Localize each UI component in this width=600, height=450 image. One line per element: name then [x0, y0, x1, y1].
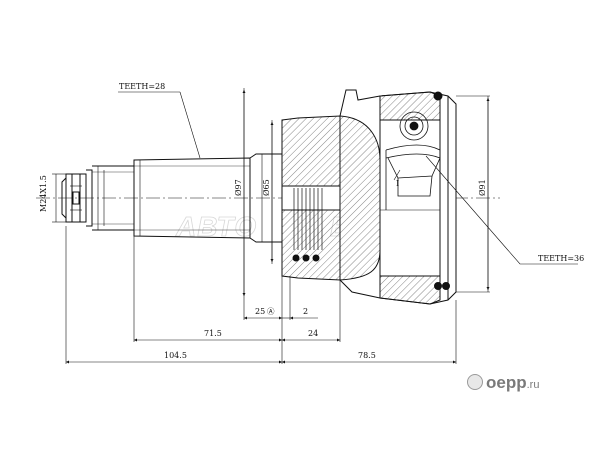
dimension-lines [52, 88, 490, 364]
dia-97-label: Ø97 [234, 179, 243, 196]
dim-24-label: 24 [308, 329, 318, 338]
thread-label: M24X1.5 [39, 175, 48, 212]
brand-suffix: .ru [526, 379, 540, 391]
inner-race [385, 111, 441, 210]
outer-race [339, 89, 457, 305]
abs-ring [281, 115, 341, 281]
oepp-logo-icon [467, 374, 483, 390]
teeth-outer-leader [179, 91, 201, 159]
dim-71-5-label: 71.5 [204, 329, 222, 338]
dim-2-label: 2 [303, 307, 308, 316]
brand-text: oepp.ru [486, 373, 539, 393]
teeth-inner-leader [425, 155, 578, 265]
dim-25-mark: Ⓐ [267, 307, 275, 316]
mark-I-leader [393, 169, 401, 181]
dia-91-label: Ø91 [478, 179, 487, 196]
dia-65-label: Ø65 [262, 179, 271, 196]
teeth-inner-label: TEETH=36 [538, 254, 584, 263]
brand-name: oepp [486, 373, 527, 392]
dim-104-5-label: 104.5 [164, 351, 187, 360]
mark-I-label: I [396, 179, 399, 188]
threaded-end [61, 165, 135, 231]
teeth-outer-label: TEETH=28 [119, 82, 165, 91]
dim-78-5-label: 78.5 [358, 351, 376, 360]
dim-25-label: 25 [255, 307, 265, 316]
